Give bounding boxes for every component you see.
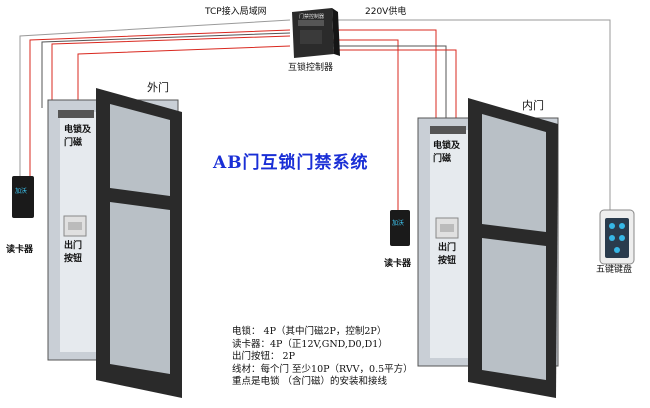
inner-door-assembly: [417, 98, 559, 398]
outer-lock-label-2: 门磁: [64, 138, 83, 148]
inner-button-wire: [330, 49, 457, 120]
wiring: [19, 19, 611, 210]
outer-button-wire: [77, 45, 291, 110]
outer-card-reader: [12, 176, 34, 218]
inner-reader-brand: 加沃: [392, 220, 405, 227]
inner-lock: [430, 126, 466, 134]
interlock-controller-box: [292, 8, 340, 58]
power-label: 220V供电: [365, 7, 407, 17]
diagram-title: AB门互锁门禁系统: [213, 153, 369, 173]
note-cable: 线材：每个门 至少10P（RVV，0.5平方）: [232, 363, 413, 375]
controller-label: 互锁控制器: [288, 63, 334, 73]
outer-reader-brand: 加沃: [15, 188, 28, 195]
outer-lock-label-1: 电锁及: [64, 125, 92, 135]
power-wire: [330, 19, 611, 210]
note-exit-button: 出门按钮： 2P: [232, 351, 295, 362]
outer-lock-wire-2: [41, 32, 291, 108]
wiring-notes: 电锁： 4P（其中门磁2P，控制2P） 读卡器：4P（正12V,GND,D0,D…: [232, 326, 413, 389]
inner-exit-label-2: 按钮: [438, 256, 457, 266]
tcp-label: TCP接入局域网: [205, 7, 267, 17]
controller-panel-text: 门禁控制器: [299, 14, 325, 20]
five-key-keypad: [599, 209, 635, 265]
inner-lock-label-1: 电锁及: [433, 141, 461, 151]
outer-door-assembly: [47, 88, 182, 398]
inner-door-label: 内门: [522, 99, 544, 112]
inner-reader-wire: [330, 29, 437, 120]
outer-exit-button: [63, 215, 87, 237]
inner-lock-label-2: 门磁: [433, 154, 452, 164]
inner-card-reader: [390, 210, 410, 246]
outer-door-label: 外门: [147, 81, 169, 94]
tcp-wire: [19, 19, 291, 178]
note-lock: 电锁： 4P（其中门磁2P，控制2P）: [232, 326, 387, 337]
outer-lock-wire-1: [51, 35, 291, 108]
outer-lock: [58, 110, 94, 118]
note-reader: 读卡器：4P（正12V,GND,D0,D1）: [232, 338, 388, 350]
inner-exit-button: [435, 217, 459, 239]
inner-lock-wire: [330, 39, 399, 210]
inner-exit-label-1: 出门: [438, 243, 457, 253]
inner-reader-label: 读卡器: [384, 259, 412, 269]
outer-reader-label: 读卡器: [6, 245, 34, 255]
outer-exit-label-1: 出门: [64, 241, 83, 251]
outer-exit-label-2: 按钮: [64, 254, 83, 264]
keypad-label: 五键键盘: [596, 265, 633, 275]
outer-reader-wire: [29, 29, 291, 178]
inner-extra-wire: [330, 45, 447, 120]
note-key-point: 重点是电锁 （含门磁）的安装和接线: [232, 376, 388, 387]
